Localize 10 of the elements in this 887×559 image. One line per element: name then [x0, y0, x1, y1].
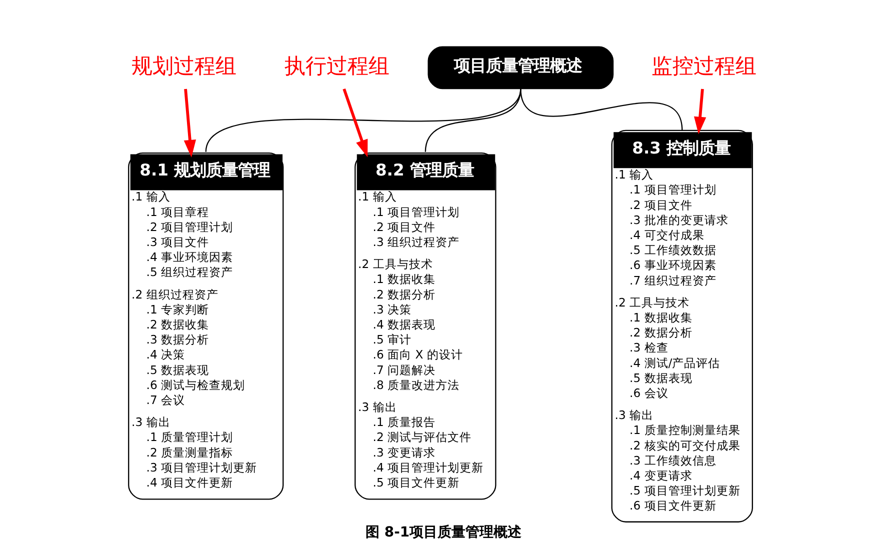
arrow: [183, 88, 196, 158]
connector: [520, 88, 682, 131]
node-text: 规划过程组: [130, 54, 236, 78]
caption: 图 8-1项目质量管理概述: [365, 524, 522, 541]
node-text: 监控过程组: [651, 54, 756, 78]
node-box: 项目质量管理概述: [427, 46, 614, 90]
connector: [204, 88, 521, 152]
arrow: [342, 88, 368, 158]
node-text: 执行过程组: [284, 54, 390, 78]
arrow: [693, 88, 706, 134]
